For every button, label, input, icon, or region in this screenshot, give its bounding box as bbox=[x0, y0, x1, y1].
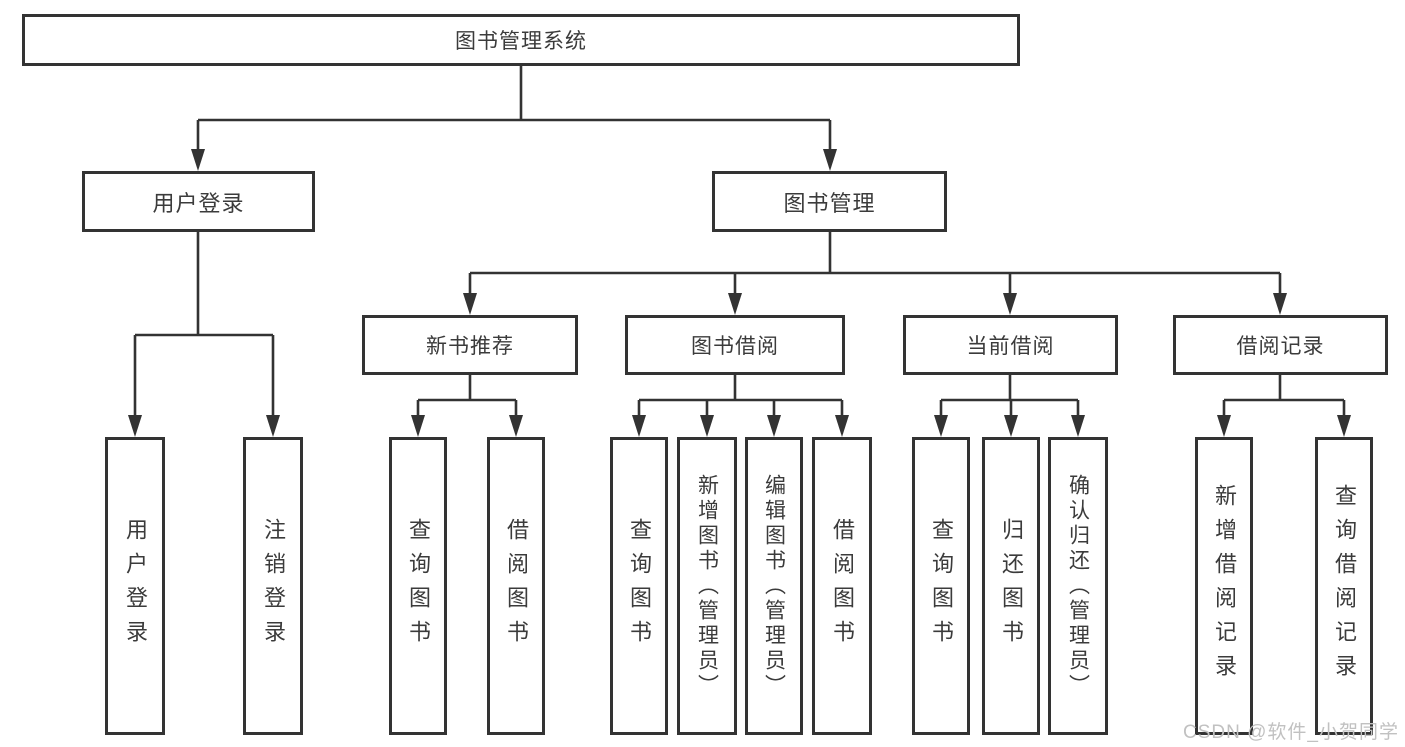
edge-userlogin-to-leaves bbox=[133, 232, 275, 418]
edge-records-to-leaves bbox=[1222, 375, 1346, 418]
leaf-node-label: 新增借阅记录 bbox=[1212, 484, 1237, 688]
edge-root-to-branches bbox=[196, 66, 832, 152]
leaf-node-label: 注销登录 bbox=[261, 518, 286, 654]
group-node-label: 图书借阅 bbox=[691, 335, 779, 358]
leaf-node-label: 归还图书 bbox=[999, 518, 1024, 654]
leaf-node-label: 借阅图书 bbox=[830, 518, 855, 654]
group-node-book-borrow: 图书借阅 bbox=[625, 315, 845, 375]
arrowheads bbox=[128, 149, 1351, 437]
group-node-label: 借阅记录 bbox=[1236, 335, 1325, 358]
leaf-node-borrow-books: 借阅图书 bbox=[487, 437, 545, 735]
branch-node-user-login: 用户登录 bbox=[82, 171, 315, 232]
csdn-watermark: CSDN @软件_小贺同学 bbox=[1183, 722, 1399, 743]
leaf-node-label: 查询图书 bbox=[406, 518, 431, 654]
group-node-current-borrow: 当前借阅 bbox=[903, 315, 1118, 375]
branch-node-book-management: 图书管理 bbox=[712, 171, 947, 232]
leaf-node-borrow-books: 借阅图书 bbox=[812, 437, 872, 735]
leaf-node-logout: 注销登录 bbox=[243, 437, 303, 735]
leaf-node-label: 确认归还（管理员） bbox=[1066, 473, 1090, 699]
root-node-system: 图书管理系统 bbox=[22, 14, 1020, 66]
group-node-label: 新书推荐 bbox=[426, 335, 514, 358]
leaf-node-edit-books-admin: 编辑图书（管理员） bbox=[745, 437, 803, 735]
root-node-label: 图书管理系统 bbox=[455, 30, 587, 53]
leaf-node-label: 用户登录 bbox=[123, 518, 148, 654]
leaf-node-label: 查询借阅记录 bbox=[1332, 484, 1357, 688]
leaf-node-return-books: 归还图书 bbox=[982, 437, 1040, 735]
leaf-node-query-books: 查询图书 bbox=[610, 437, 668, 735]
leaf-node-query-borrow-record: 查询借阅记录 bbox=[1315, 437, 1373, 735]
leaf-node-label: 新增图书（管理员） bbox=[695, 473, 719, 699]
leaf-node-query-books: 查询图书 bbox=[912, 437, 970, 735]
group-node-label: 当前借阅 bbox=[966, 335, 1055, 358]
leaf-node-label: 查询图书 bbox=[627, 518, 652, 654]
leaf-node-confirm-return-admin: 确认归还（管理员） bbox=[1048, 437, 1108, 735]
leaf-node-label: 编辑图书（管理员） bbox=[762, 473, 786, 699]
edge-newbook-to-leaves bbox=[416, 375, 518, 418]
leaf-node-label: 借阅图书 bbox=[504, 518, 529, 654]
leaf-node-add-books-admin: 新增图书（管理员） bbox=[677, 437, 737, 735]
leaf-node-label: 查询图书 bbox=[929, 518, 954, 654]
group-node-borrow-records: 借阅记录 bbox=[1173, 315, 1388, 375]
branch-node-label: 图书管理 bbox=[783, 190, 876, 216]
edge-borrow-to-leaves bbox=[637, 375, 844, 418]
leaf-node-user-login: 用户登录 bbox=[105, 437, 165, 735]
edge-bookmgmt-to-level2 bbox=[468, 232, 1282, 296]
leaf-node-query-books: 查询图书 bbox=[389, 437, 447, 735]
branch-node-label: 用户登录 bbox=[152, 190, 245, 216]
edge-current-to-leaves bbox=[939, 375, 1080, 418]
group-node-new-book-recommend: 新书推荐 bbox=[362, 315, 578, 375]
leaf-node-add-borrow-record: 新增借阅记录 bbox=[1195, 437, 1253, 735]
